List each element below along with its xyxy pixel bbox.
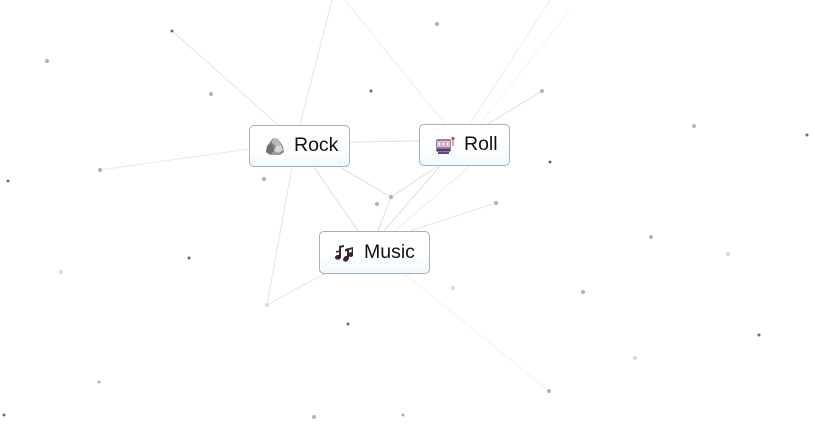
particle-dot bbox=[451, 286, 455, 290]
element-music[interactable]: Music bbox=[319, 231, 430, 274]
particle-dot bbox=[633, 356, 637, 360]
element-rock[interactable]: Rock bbox=[249, 125, 350, 167]
particle-dot bbox=[346, 322, 350, 326]
particle-dot bbox=[209, 92, 213, 96]
slot-machine-icon bbox=[434, 134, 456, 156]
element-label: Roll bbox=[464, 133, 498, 156]
particle-dot bbox=[2, 413, 6, 417]
particle-dot bbox=[540, 89, 544, 93]
particle-dot bbox=[581, 290, 585, 294]
connection-line bbox=[344, 0, 446, 125]
particle-dot bbox=[692, 124, 696, 128]
particle-dot bbox=[6, 179, 10, 183]
element-label: Music bbox=[364, 240, 415, 263]
connection-line bbox=[171, 30, 279, 126]
connection-lines bbox=[99, 0, 571, 392]
particle-dot bbox=[548, 160, 552, 164]
particle-dot bbox=[97, 380, 101, 384]
connection-line bbox=[479, 9, 571, 125]
particle-dot bbox=[757, 333, 761, 337]
particle-dot bbox=[262, 177, 266, 181]
particle-dot bbox=[726, 252, 730, 256]
connection-line bbox=[99, 148, 250, 171]
connection-line bbox=[409, 202, 497, 232]
connection-line bbox=[390, 165, 439, 198]
connection-line bbox=[394, 165, 471, 232]
connection-line bbox=[349, 140, 420, 143]
musical-notes-icon bbox=[334, 242, 356, 264]
particle-dots bbox=[2, 22, 809, 419]
particle-dot bbox=[170, 29, 174, 33]
connection-line bbox=[404, 273, 550, 392]
particle-dot bbox=[494, 201, 498, 205]
particle-dot bbox=[369, 89, 373, 93]
connection-line bbox=[299, 0, 333, 126]
particle-dot bbox=[59, 270, 63, 274]
connection-line bbox=[383, 165, 441, 232]
element-roll[interactable]: Roll bbox=[419, 124, 510, 166]
particle-dot bbox=[401, 413, 405, 417]
particle-dot bbox=[312, 415, 316, 419]
particle-dot bbox=[375, 202, 379, 206]
connection-line bbox=[266, 273, 325, 306]
rock-icon bbox=[264, 135, 286, 157]
particle-dot bbox=[547, 389, 551, 393]
particle-dot bbox=[45, 59, 49, 63]
particle-dot bbox=[265, 303, 269, 307]
connection-line bbox=[377, 196, 392, 232]
element-label: Rock bbox=[294, 134, 339, 157]
connection-line bbox=[487, 90, 543, 125]
particle-dot bbox=[649, 235, 653, 239]
particle-dot bbox=[98, 168, 102, 172]
connection-line bbox=[469, 0, 551, 125]
connection-line bbox=[339, 166, 392, 198]
particle-dot bbox=[389, 195, 393, 199]
particle-dot bbox=[805, 133, 809, 137]
connection-line bbox=[313, 166, 359, 232]
particle-dot bbox=[435, 22, 439, 26]
particle-dot bbox=[187, 256, 191, 260]
connection-line bbox=[266, 166, 293, 306]
